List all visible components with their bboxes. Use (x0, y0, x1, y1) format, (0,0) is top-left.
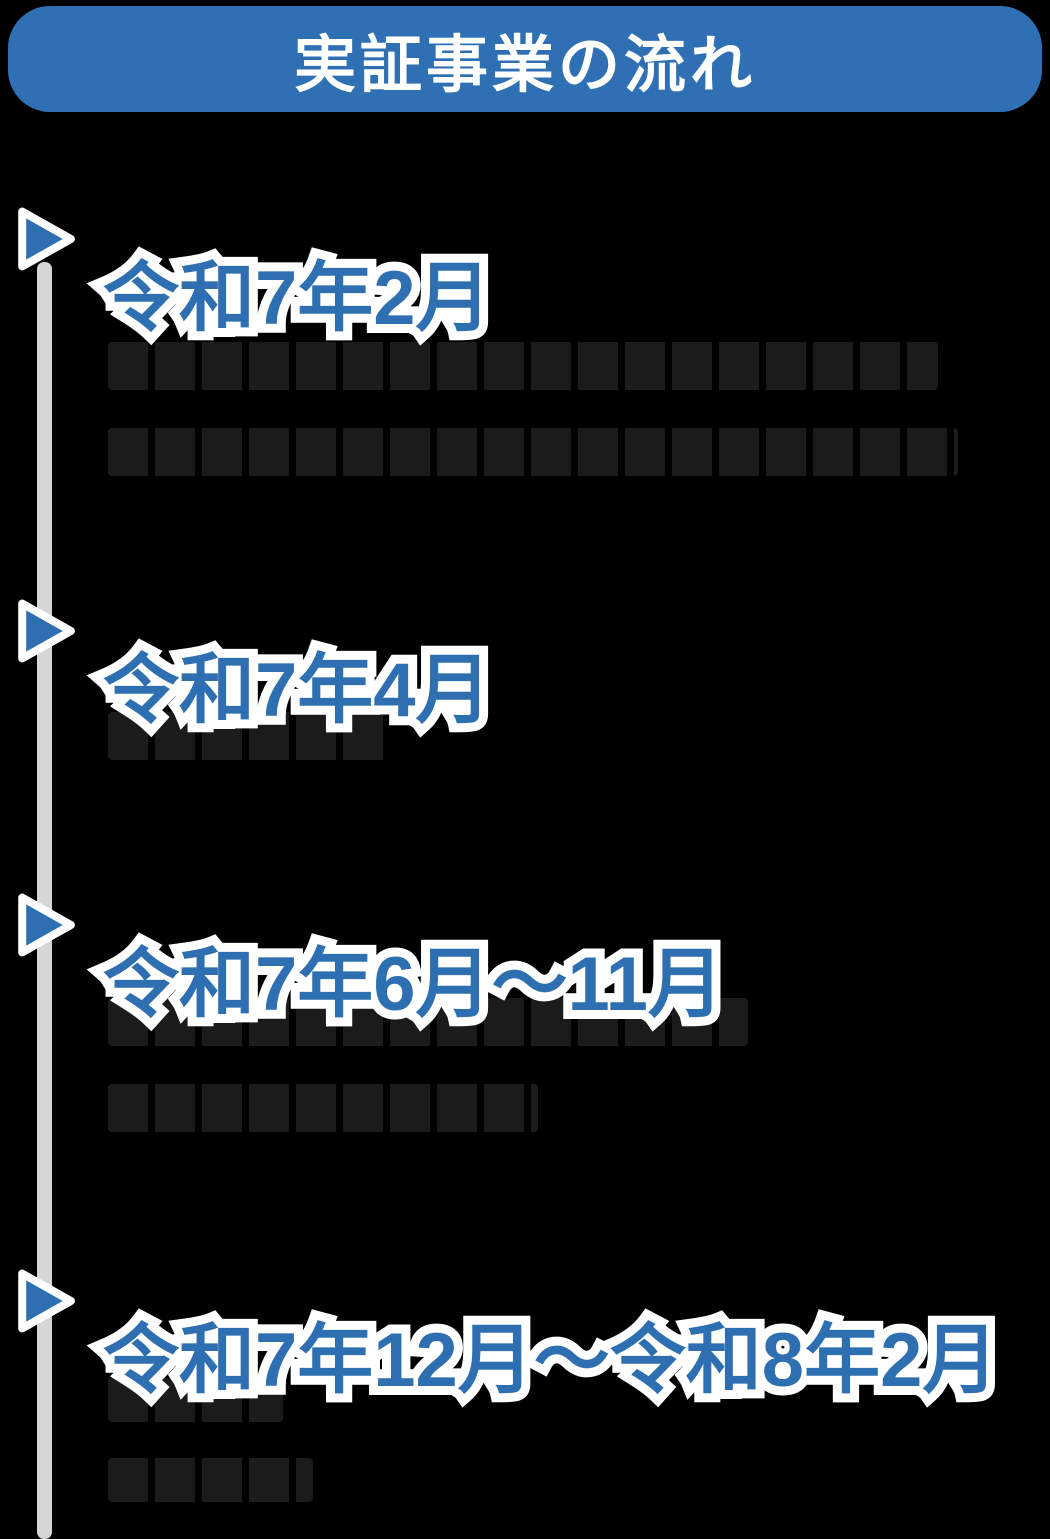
milestone-date: 令和7年4月 (103, 647, 492, 735)
faint-note-line (108, 342, 938, 390)
title-banner: 実証事業の流れ (8, 6, 1042, 112)
faint-note-line (108, 428, 958, 476)
right-triangle-icon (16, 890, 78, 960)
timeline-line (37, 262, 52, 1539)
page-title: 実証事業の流れ (293, 31, 756, 100)
right-triangle-icon (16, 204, 78, 274)
milestone-date: 令和7年12月〜令和8年2月 (103, 1317, 999, 1405)
right-triangle-icon (16, 596, 78, 666)
milestone-date: 令和7年6月〜11月 (103, 941, 724, 1029)
faint-note-line (108, 1458, 313, 1502)
milestone-date: 令和7年2月 (103, 255, 492, 343)
right-triangle-icon (16, 1266, 78, 1336)
faint-note-line (108, 1084, 538, 1132)
